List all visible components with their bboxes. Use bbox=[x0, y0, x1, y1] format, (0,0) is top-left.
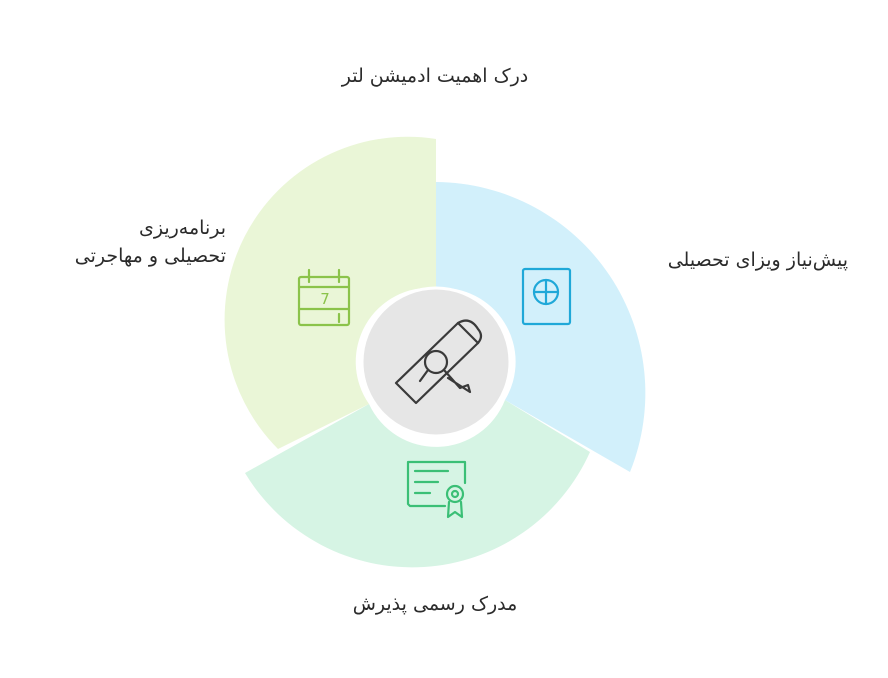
segment-top-left bbox=[224, 136, 436, 449]
calendar-day: 7 bbox=[320, 290, 330, 308]
diploma-icon bbox=[394, 319, 483, 405]
segment-right bbox=[436, 182, 646, 472]
label-left-line2: تحصیلی و مهاجرتی bbox=[74, 245, 226, 267]
label-left: برنامه‌ریزی تحصیلی و مهاجرتی bbox=[30, 214, 226, 270]
passport-icon bbox=[521, 267, 572, 326]
calendar-icon bbox=[297, 268, 351, 327]
certificate-icon bbox=[406, 460, 467, 519]
label-left-line1: برنامه‌ریزی bbox=[138, 217, 226, 239]
label-top: درک اهمیت ادمیشن لتر bbox=[341, 65, 529, 87]
label-bottom: مدرک رسمی پذیرش bbox=[352, 593, 518, 615]
segment-bottom bbox=[245, 400, 590, 568]
label-right: پیش‌نیاز ویزای تحصیلی bbox=[667, 249, 848, 271]
